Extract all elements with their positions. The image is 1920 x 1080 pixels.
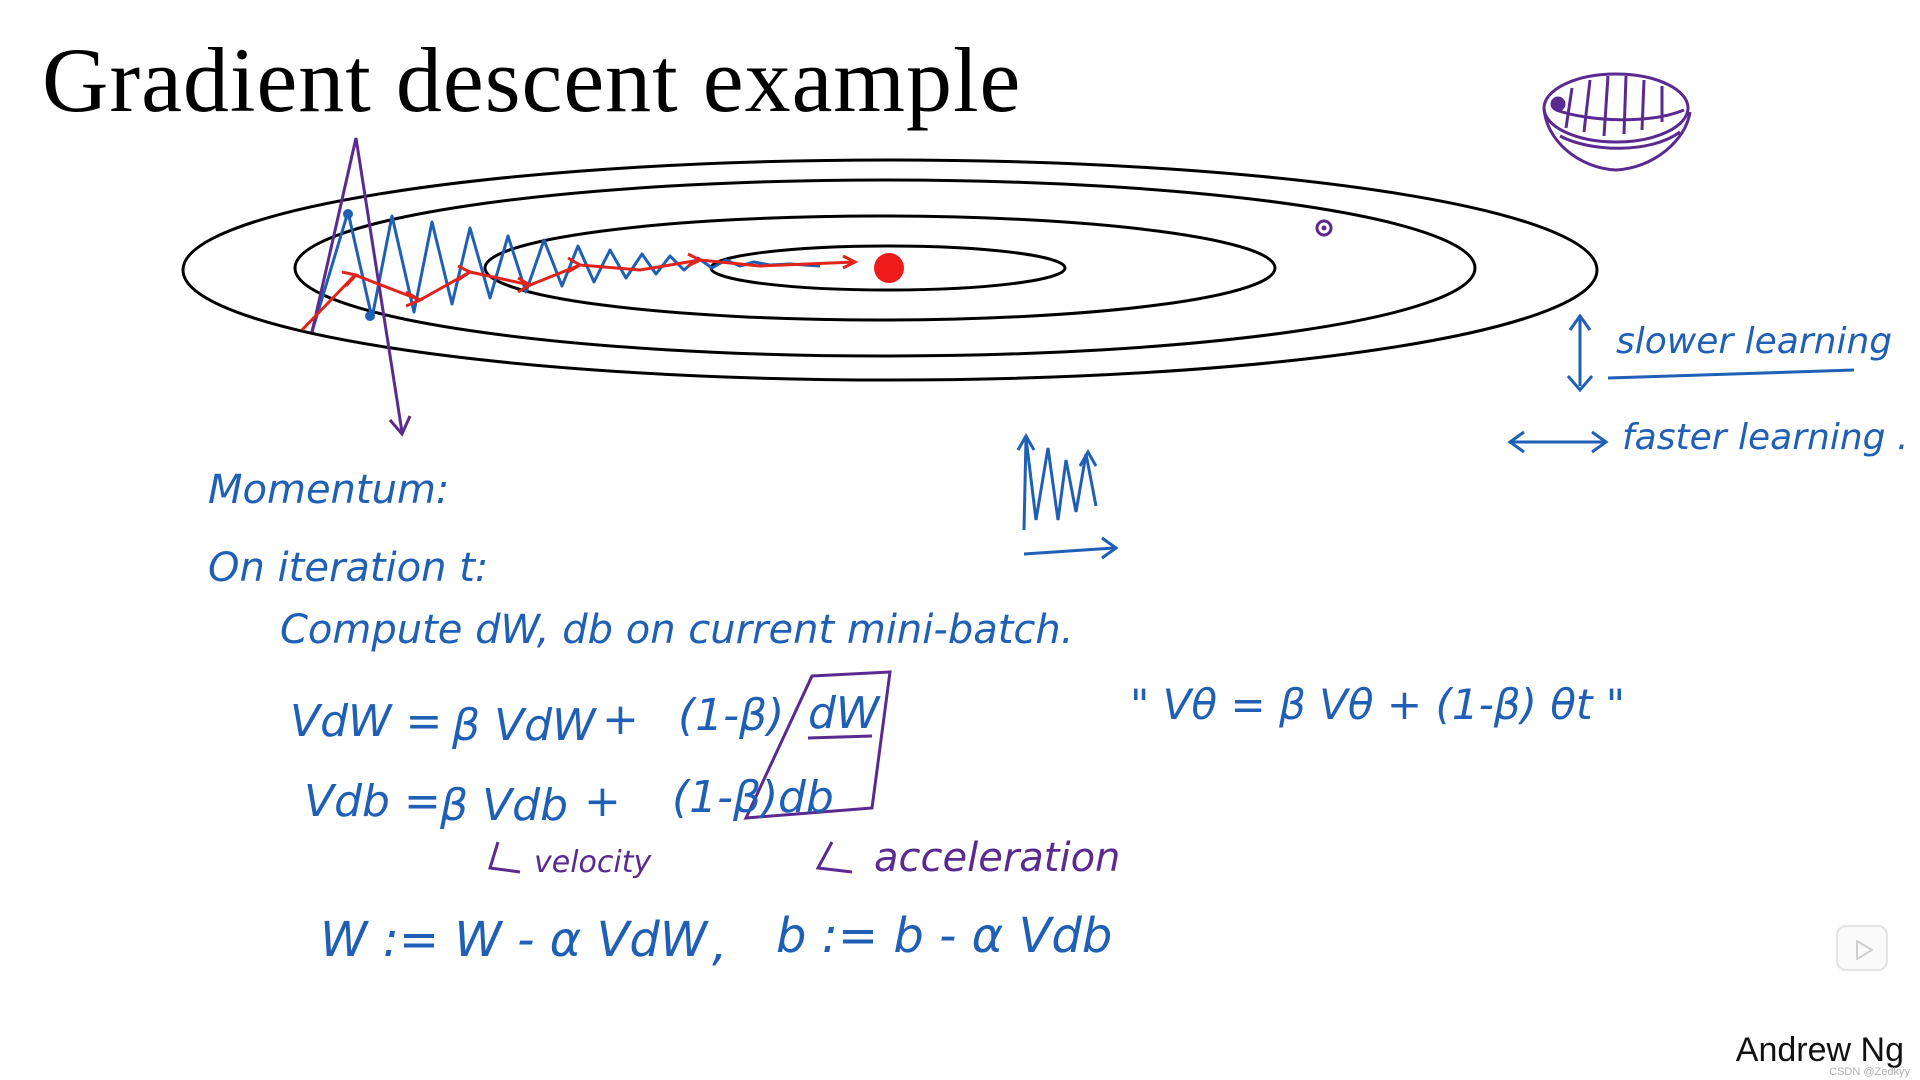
update-separator: , <box>712 916 728 972</box>
acceleration-label: acceleration <box>874 835 1121 881</box>
author-credit: Andrew Ng <box>1735 1031 1904 1069</box>
play-icon <box>1856 940 1873 960</box>
contour-ellipse-2 <box>483 214 1277 322</box>
update-b-rule: b := b - α Vdb <box>776 908 1113 964</box>
slower-learning-underline <box>1607 368 1855 380</box>
slide-title: Gradient descent example <box>42 29 1022 131</box>
vdw-plus: + <box>602 694 639 745</box>
vdw-gradient-dw: dW <box>808 688 880 739</box>
vdb-gradient-db: db <box>778 772 834 823</box>
contour-ellipse-outer <box>181 158 1599 382</box>
velocity-pointer-icon <box>488 841 521 874</box>
vdb-beta-term: β Vdb <box>440 780 569 831</box>
contour-ellipse-3 <box>293 178 1477 358</box>
ewa-formula: " Vθ = β Vθ + (1-β) θt " <box>1130 680 1626 729</box>
vdb-lhs: Vdb = <box>304 776 441 827</box>
oscillation-vector-sketch <box>1016 432 1119 560</box>
watermark: CSDN @Zedkyy <box>1829 1066 1910 1078</box>
update-w-rule: W := W - α VdW <box>320 912 708 968</box>
momentum-path <box>300 258 856 332</box>
play-button[interactable] <box>1836 925 1888 971</box>
minimum-point <box>874 253 904 283</box>
vdw-lhs: VdW = <box>290 696 443 747</box>
vdb-plus: + <box>584 776 621 827</box>
purple-marker-dot-center <box>1321 225 1327 231</box>
diverging-arrow-head <box>388 415 412 437</box>
gradient-box <box>743 670 892 820</box>
diverging-step-path <box>310 137 404 433</box>
vdb-one-minus-beta: (1-β) <box>672 772 779 823</box>
purple-marker-dot <box>1315 219 1333 237</box>
bowl-surface-sketch <box>1542 72 1692 172</box>
faster-learning-note: faster learning . <box>1622 417 1909 458</box>
momentum-heading: Momentum: <box>208 467 450 513</box>
compute-gradients-line: Compute dW, db on current mini-batch. <box>280 607 1074 653</box>
gd-step-point <box>343 209 353 219</box>
acceleration-pointer-icon <box>815 841 853 874</box>
momentum-arrowheads <box>341 252 859 308</box>
iteration-line: On iteration t: <box>208 545 489 591</box>
vdw-beta-term: β VdW <box>452 700 596 751</box>
vdw-one-minus-beta: (1-β) <box>678 690 785 741</box>
slower-learning-note: slower learning <box>1616 321 1893 362</box>
vertical-double-arrow-icon <box>1566 313 1594 393</box>
dw-underline <box>807 734 873 740</box>
gd-step-point <box>365 311 375 321</box>
velocity-label: velocity <box>534 845 652 880</box>
horizontal-double-arrow-icon <box>1507 430 1609 454</box>
